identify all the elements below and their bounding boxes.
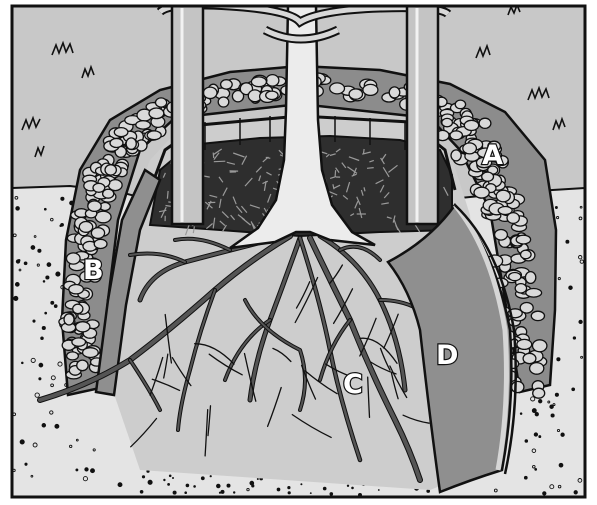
label-c: C <box>343 369 363 400</box>
left-stake <box>172 6 203 224</box>
label-b: B <box>83 255 104 286</box>
label-a: A <box>482 140 503 171</box>
label-d: D <box>436 340 458 371</box>
right-stake <box>407 6 438 224</box>
